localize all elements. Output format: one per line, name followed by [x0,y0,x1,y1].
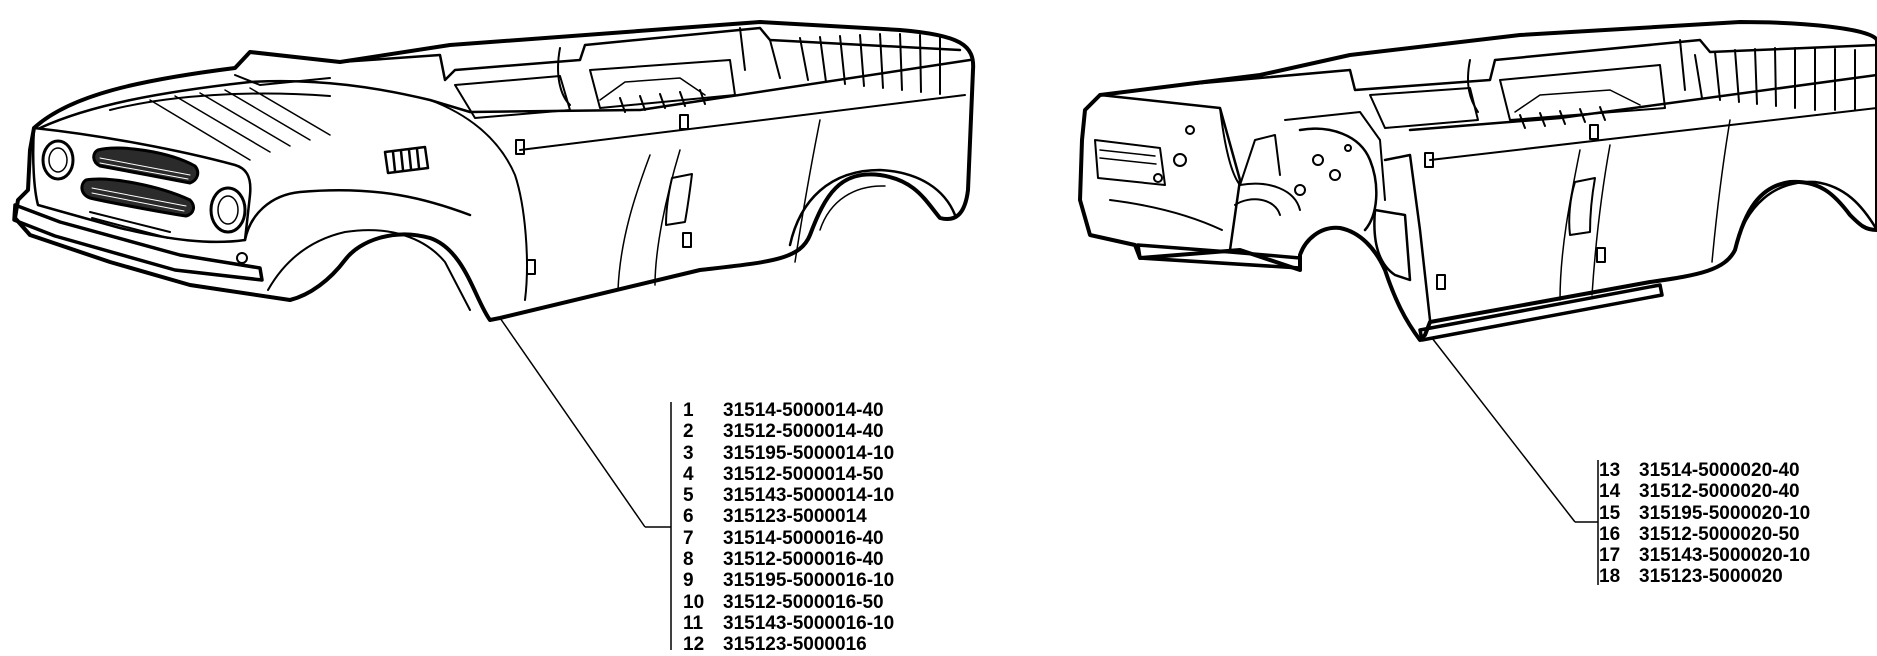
part-number: 10 [683,591,705,613]
leader-line-right [1431,337,1576,523]
part-code: 31512-5000014-50 [723,463,884,485]
grille-upper [92,146,200,185]
part-code: 315143-5000016-10 [723,612,895,634]
legend-row: 7 31514-5000016-40 [683,528,894,549]
part-number: 14 [1599,481,1621,503]
leader-line-left [499,317,646,528]
part-number: 8 [683,549,694,571]
part-number: 11 [683,612,704,634]
legend-row: 3 315195-5000014-10 [683,443,894,464]
headlight-left [41,139,75,181]
legend-row: 17 315143-5000020-10 [1599,545,1810,566]
legend-row: 15 315195-5000020-10 [1599,503,1810,524]
part-number: 9 [683,570,694,592]
grille-lower [80,177,195,218]
legend-row: 12 315123-5000016 [683,634,894,655]
callout-left [499,317,672,650]
part-number: 2 [683,421,694,443]
part-number: 3 [683,442,694,464]
part-code: 31514-5000014-40 [723,400,884,421]
body-outline-2 [1078,20,1877,342]
legend-row: 10 31512-5000016-50 [683,592,894,613]
part-number: 18 [1599,566,1621,588]
legend-row: 13 31514-5000020-40 [1599,460,1810,481]
legend-row: 8 31512-5000016-40 [683,549,894,570]
legend-row: 14 31512-5000020-40 [1599,481,1810,502]
body-outline [13,20,976,322]
part-code: 315195-5000014-10 [723,442,895,464]
headlight-right [209,186,247,234]
front-bumper [12,203,264,282]
part-code: 315143-5000020-10 [1639,545,1811,567]
legend-row: 11 315143-5000016-10 [683,613,894,634]
part-number: 16 [1599,523,1621,545]
legend-row: 16 31512-5000020-50 [1599,524,1810,545]
part-number: 12 [683,634,705,656]
part-code: 315123-5000016 [723,634,867,656]
part-code: 31514-5000020-40 [1639,460,1800,481]
part-code: 315195-5000020-10 [1639,502,1811,524]
part-number: 17 [1599,545,1621,567]
legend-row: 18 315123-5000020 [1599,566,1810,587]
part-code: 31514-5000016-40 [723,527,884,549]
part-number: 5 [683,485,694,507]
parts-legend-left: 1 31514-5000014-40 2 31512-5000014-40 3 31519… [683,400,894,656]
part-code: 31512-5000016-40 [723,549,884,571]
parts-legend-right: 13 31514-5000020-40 14 31512-5000020-40 15 31… [1599,460,1810,588]
part-code: 31512-5000020-40 [1639,481,1800,503]
part-number: 15 [1599,502,1621,524]
part-number: 6 [683,506,694,528]
legend-row: 1 31514-5000014-40 [683,400,894,421]
part-code: 31512-5000014-40 [723,421,884,443]
part-code: 31512-5000016-50 [723,591,884,613]
part-code: 315195-5000016-10 [723,570,895,592]
part-number: 7 [683,527,694,549]
body-front-view [12,20,976,322]
side-vent [383,145,430,175]
part-code: 315123-5000014 [723,506,867,528]
part-number: 1 [683,400,694,421]
part-code: 31512-5000020-50 [1639,523,1800,545]
legend-row: 9 315195-5000016-10 [683,570,894,591]
legend-row: 4 31512-5000014-50 [683,464,894,485]
body-rear-interior-view [1078,20,1877,342]
part-code: 315143-5000014-10 [723,485,895,507]
legend-row: 6 315123-5000014 [683,506,894,527]
part-number: 4 [683,463,694,485]
callout-right [1431,337,1599,585]
part-number: 13 [1599,460,1621,481]
part-code: 315123-5000020 [1639,566,1783,588]
legend-row: 5 315143-5000014-10 [683,485,894,506]
legend-row: 2 31512-5000014-40 [683,421,894,442]
